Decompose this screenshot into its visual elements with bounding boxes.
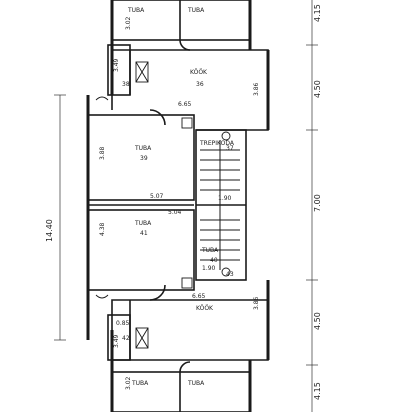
room-number-37: 37 <box>226 145 234 152</box>
room-trepikoda-top: TREPIKODA <box>199 140 235 147</box>
dim-349-top: 3.49 <box>113 58 120 72</box>
dim-302-top: 3.02 <box>125 16 132 30</box>
dim-665-bot: 6.65 <box>192 293 206 300</box>
dim-302-bot: 3.02 <box>125 376 132 390</box>
room-number-43: 43 <box>226 271 234 278</box>
room-kook-bottom: KÖÖK <box>196 305 214 312</box>
dim-665-top: 6.65 <box>178 101 192 108</box>
room-number-40: 40 <box>210 257 218 264</box>
dim-right-4: 4.50 <box>313 312 322 330</box>
dim-right-1: 4.15 <box>313 4 322 22</box>
dim-504: 5.04 <box>168 209 182 216</box>
dim-190-bot: 1.90 <box>202 265 216 272</box>
dim-190-top: 1.90 <box>218 195 232 202</box>
dim-left-total: 14.40 <box>45 219 54 242</box>
dim-349-bot: 3.49 <box>113 334 120 348</box>
room-tuba-stair: TUBA <box>201 247 219 254</box>
room-number-41: 41 <box>140 230 148 237</box>
room-tuba-top-left: TUBA <box>127 7 145 14</box>
dim-386-top: 3.86 <box>253 82 260 96</box>
dim-438: 4.38 <box>99 222 106 236</box>
dim-507: 5.07 <box>150 193 164 200</box>
interior-walls <box>87 0 269 412</box>
dim-085: 0.85 <box>116 320 130 327</box>
dimension-lines <box>54 0 318 412</box>
room-tuba-mid-upper: TUBA <box>134 145 152 152</box>
dim-386-bot: 3.86 <box>253 296 260 310</box>
room-tuba-mid-lower: TUBA <box>134 220 152 227</box>
room-number-39: 39 <box>140 155 148 162</box>
room-tuba-bottom-right: TUBA <box>187 380 205 387</box>
dim-right-3: 7.00 <box>313 194 322 212</box>
dim-388: 3.88 <box>99 146 106 160</box>
dim-right-5: 4.15 <box>313 382 322 400</box>
fixtures <box>95 61 231 349</box>
room-number-36: 36 <box>196 81 204 88</box>
room-number-38: 38 <box>122 81 130 88</box>
dim-right-2: 4.50 <box>313 80 322 98</box>
room-tuba-bottom-left: TUBA <box>131 380 149 387</box>
room-tuba-top-right: TUBA <box>187 7 205 14</box>
room-kook-top: KÖÖK <box>190 69 208 76</box>
room-number-42: 42 <box>122 335 130 342</box>
